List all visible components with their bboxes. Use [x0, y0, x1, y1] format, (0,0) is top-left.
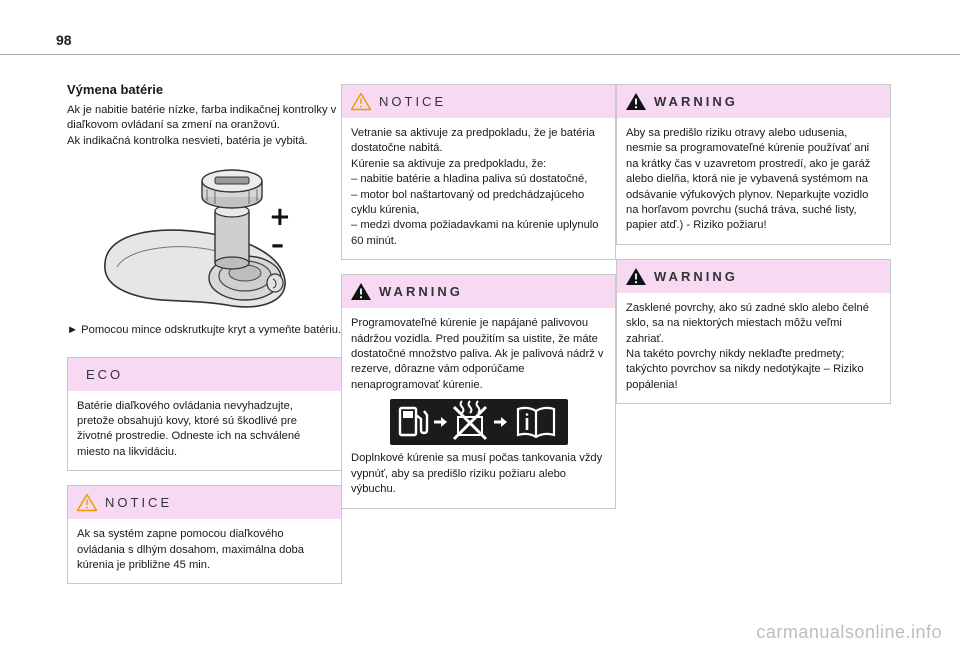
warning-box-1: WARNING Programovateľné kúrenie je napáj… [341, 274, 616, 509]
remote-battery-cover-icon: + – [104, 169, 291, 308]
manual-book-icon [516, 407, 556, 439]
section-title: Výmena batérie [67, 82, 164, 97]
top-divider [0, 54, 960, 55]
notice-box-2-body: Vetranie sa aktivuje za predpokladu, že … [342, 118, 615, 259]
warning-box-3: WARNING Zasklené povrchy, ako sú zadné s… [616, 258, 891, 405]
warning-box-3-line: Na takéto povrchy nikdy neklaďte predmet… [626, 348, 864, 391]
warning-box-3-title: WARNING [654, 268, 738, 284]
notice-box-1-body: Ak sa systém zapne pomocou diaľkového ov… [68, 519, 341, 583]
notice-triangle-icon [76, 494, 98, 512]
warning-box-1-text-2: Doplnkové kúrenie sa musí počas tankovan… [351, 452, 603, 496]
warning-box-2: WARNING Aby sa predišlo riziku otravy al… [616, 84, 891, 245]
fuel-no-heating-manual-icons [398, 400, 556, 441]
battery-paragraph-2: Ak indikačná kontrolka nesvieti, batéria… [67, 134, 308, 147]
eco-box-header: ECO [68, 357, 341, 391]
battery-paragraph-1: Ak je nabitie batérie nízke, farba indik… [67, 104, 337, 132]
notice-box-2-line: – motor bol naštartovaný od predchádzajú… [351, 188, 585, 217]
page-number: 98 [56, 32, 72, 48]
warning-triangle-icon [626, 267, 646, 285]
column-3: WARNING Aby sa predišlo riziku otravy al… [616, 84, 891, 416]
fuel-heating-icon-strip [390, 399, 568, 446]
notice-box-1-header: NOTICE [68, 486, 341, 520]
notice-box-2: NOTICE Vetranie sa aktivuje za predpokla… [341, 84, 616, 261]
column-1: Výmena batérie Ak je nabitie batérie níz… [67, 82, 342, 596]
notice-box-2-line: – medzi dvoma požiadavkami na kúrenie up… [351, 219, 599, 247]
warning-box-3-body: Zasklené povrchy, ako sú zadné sklo aleb… [617, 293, 890, 403]
warning-box-2-title: WARNING [654, 94, 738, 109]
eco-box-title: ECO [86, 366, 124, 382]
notice-box-2-title: NOTICE [379, 94, 447, 109]
notice-box-1-title: NOTICE [105, 495, 173, 511]
warning-box-2-text: Aby sa predišlo riziku otravy alebo udus… [626, 127, 871, 232]
warning-box-2-body: Aby sa predišlo riziku otravy alebo udus… [617, 118, 890, 244]
fuel-pump-icon [398, 407, 429, 437]
warning-triangle-icon [626, 93, 646, 110]
warning-box-3-line: Zasklené povrchy, ako sú zadné sklo aleb… [626, 301, 869, 345]
eco-box-body: Batérie diaľkového ovládania nevyhadzujt… [68, 391, 341, 471]
warning-box-3-header: WARNING [617, 259, 890, 293]
minus-sign: – [271, 230, 284, 260]
notice-box-2-line: Kúrenie sa aktivuje za predpokladu, že: [351, 157, 547, 170]
warning-box-1-text-1: Programovateľné kúrenie je napájané pali… [351, 317, 604, 391]
arrow-icon [494, 417, 507, 428]
warning-box-1-header: WARNING [342, 275, 615, 309]
no-heating-icon [452, 400, 488, 441]
warning-box-1-title: WARNING [379, 284, 463, 300]
arrow-icon [434, 417, 447, 428]
warning-box-1-body: Programovateľné kúrenie je napájané pali… [342, 308, 615, 507]
eco-box: ECO Batérie diaľkového ovládania nevyhad… [67, 356, 342, 472]
notice-triangle-icon [350, 92, 372, 111]
notice-box-2-line: – nabitie batérie a hladina paliva sú do… [351, 173, 588, 186]
remote-battery-figure: + – [97, 163, 307, 313]
eco-box-text: Batérie diaľkového ovládania nevyhadzujt… [77, 399, 301, 458]
watermark: carmanualsonline.info [756, 622, 942, 642]
notice-box-2-header: NOTICE [342, 85, 615, 118]
warning-box-2-header: WARNING [617, 85, 890, 118]
plus-sign: + [269, 202, 291, 232]
notice-box-2-line: Vetranie sa aktivuje za predpokladu, že … [351, 127, 595, 155]
warning-triangle-icon [351, 283, 371, 301]
notice-box-1-text: Ak sa systém zapne pomocou diaľkového ov… [77, 528, 304, 572]
column-2: NOTICE Vetranie sa aktivuje za predpokla… [341, 84, 616, 521]
notice-box-1: NOTICE Ak sa systém zapne pomocou diaľko… [67, 485, 342, 585]
battery-instruction: ► Pomocou mince odskrutkujte kryt a vyme… [67, 324, 342, 337]
